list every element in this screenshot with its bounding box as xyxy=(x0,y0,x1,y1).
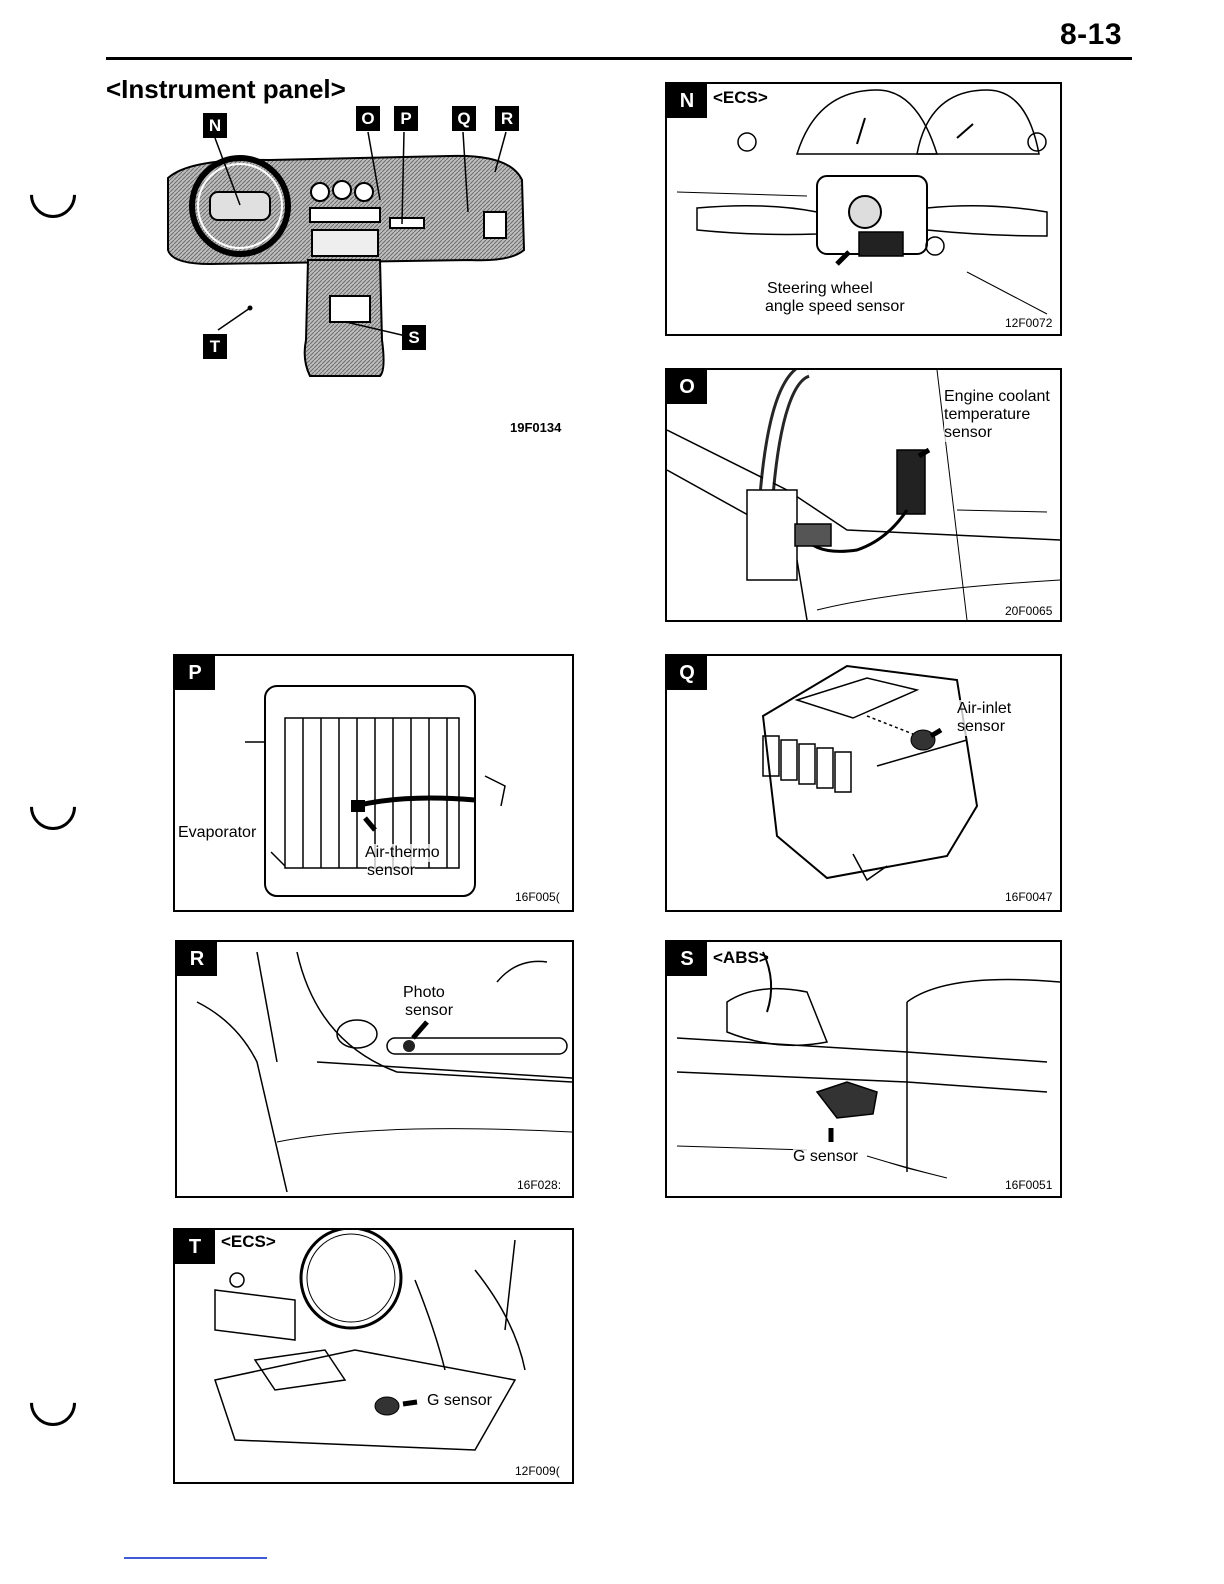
panel-s-figure-code: 16F0051 xyxy=(1005,1178,1052,1192)
panel-n-system: <ECS> xyxy=(713,88,768,108)
header-rule xyxy=(106,57,1132,60)
panel-p-tag: P xyxy=(175,656,215,690)
panel-p-label-line2: sensor xyxy=(367,862,415,880)
panel-t-figure-code: 12F009( xyxy=(515,1464,560,1478)
panel-s-label: G sensor xyxy=(793,1148,858,1166)
panel-s-tag: S xyxy=(667,942,707,976)
panel-p-figure-code: 16F005( xyxy=(515,890,560,904)
panel-o-tag: O xyxy=(667,370,707,404)
binder-hole-icon xyxy=(20,162,85,227)
overview-tag-o: O xyxy=(356,106,380,131)
g-sensor-console-illustration xyxy=(667,942,1060,1196)
panel-t-tag: T xyxy=(175,1230,215,1264)
panel-o-figure-code: 20F0065 xyxy=(1005,604,1052,618)
page-number: 8-13 xyxy=(1060,18,1122,52)
overview-figure-code: 19F0134 xyxy=(510,420,561,435)
panel-s-system: <ABS> xyxy=(713,948,769,968)
panel-q-air-inlet-sensor: Q Air-inlet sensor 16F0047 xyxy=(665,654,1062,912)
panel-q-figure-code: 16F0047 xyxy=(1005,890,1052,904)
panel-q-tag: Q xyxy=(667,656,707,690)
panel-o-label-line2: temperature xyxy=(944,406,1030,424)
panel-t-system: <ECS> xyxy=(221,1232,276,1252)
floor-g-sensor-illustration xyxy=(175,1230,572,1482)
panel-p-air-thermo-sensor: P Evaporator Air-thermo sensor 16F005( xyxy=(173,654,574,912)
panel-r-figure-code: 16F028: xyxy=(517,1178,561,1192)
panel-o-label-line3: sensor xyxy=(944,424,992,442)
panel-o-coolant-sensor: O Engine coolant temperature sensor 20F0… xyxy=(665,368,1062,622)
overview-tag-p: P xyxy=(394,106,418,131)
panel-t-label: G sensor xyxy=(427,1392,492,1410)
overview-tag-t: T xyxy=(203,334,227,359)
panel-q-label-line2: sensor xyxy=(957,718,1005,736)
panel-q-label-line1: Air-inlet xyxy=(957,700,1011,718)
overview-tag-s: S xyxy=(402,325,426,350)
photo-sensor-illustration xyxy=(177,942,572,1196)
footer-link-underline xyxy=(124,1557,267,1559)
panel-n-label-line1: Steering wheel xyxy=(767,280,873,298)
air-inlet-unit-illustration xyxy=(667,656,1060,910)
panel-t-g-sensor: T <ECS> G sensor 12F009( xyxy=(173,1228,574,1484)
overview-tag-q: Q xyxy=(452,106,476,131)
overview-tag-r: R xyxy=(495,106,519,131)
panel-o-label-line1: Engine coolant xyxy=(944,388,1050,406)
panel-p-evaporator-label: Evaporator xyxy=(178,824,256,842)
panel-r-label-line1: Photo xyxy=(403,984,445,1002)
overview-tag-n: N xyxy=(203,113,227,138)
panel-r-photo-sensor: R Photo sensor 16F028: xyxy=(175,940,574,1198)
panel-n-tag: N xyxy=(667,84,707,118)
panel-r-tag: R xyxy=(177,942,217,976)
panel-n-steering-sensor: N <ECS> Steering wheel angle speed senso… xyxy=(665,82,1062,336)
panel-p-label-line1: Air-thermo xyxy=(365,844,440,862)
panel-n-figure-code: 12F0072 xyxy=(1005,316,1052,330)
panel-r-label-line2: sensor xyxy=(405,1002,453,1020)
panel-n-label-line2: angle speed sensor xyxy=(765,298,905,316)
panel-s-g-sensor: S <ABS> G sensor 16F0051 xyxy=(665,940,1062,1198)
binder-hole-icon xyxy=(20,774,85,839)
binder-hole-icon xyxy=(20,1370,85,1435)
